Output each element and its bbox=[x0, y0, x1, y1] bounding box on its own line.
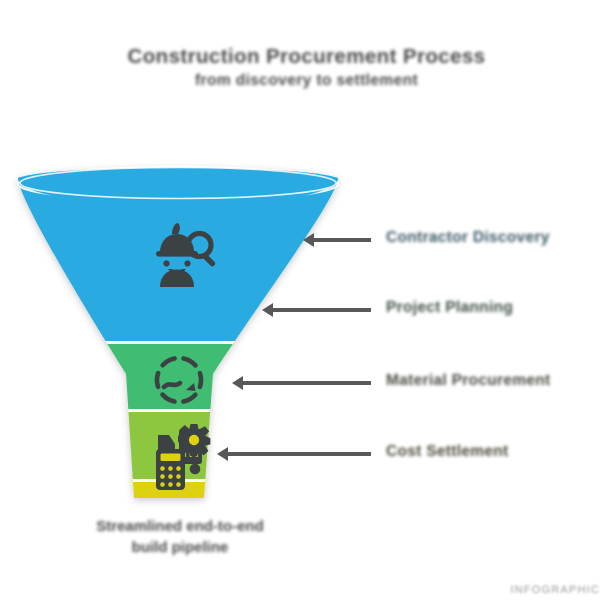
title-line-2: from discovery to settlement bbox=[194, 72, 419, 89]
leader-line-2 bbox=[272, 308, 371, 312]
person-search-icon bbox=[156, 223, 216, 287]
stage-label-4[interactable]: Cost Settlement bbox=[386, 443, 509, 460]
leader-arrow-4 bbox=[217, 447, 228, 461]
stage-label-1[interactable]: Contractor Discovery bbox=[386, 229, 550, 246]
leader-arrow-3 bbox=[232, 376, 243, 390]
leader-line-3 bbox=[242, 381, 371, 385]
footer-caption-line-2: build pipeline bbox=[131, 539, 229, 556]
stage-divider-2 bbox=[18, 409, 338, 412]
stage-divider-3 bbox=[18, 479, 338, 482]
funnel-rim-inner bbox=[19, 166, 337, 200]
funnel-graphic bbox=[8, 165, 358, 513]
footer-caption-line-1: Streamlined end-to-end bbox=[96, 518, 264, 535]
title-line-1: Construction Procurement Process bbox=[127, 45, 486, 68]
watermark: INFOGRAPHIC bbox=[510, 584, 600, 596]
footer-caption: Streamlined end-to-end build pipeline bbox=[20, 516, 340, 558]
funnel-stage-2[interactable] bbox=[0, 344, 388, 411]
leader-arrow-1 bbox=[303, 233, 314, 247]
leader-line-1 bbox=[313, 238, 371, 242]
page-title: Construction Procurement Process from di… bbox=[0, 44, 613, 91]
dashed-cycle-icon bbox=[154, 355, 204, 405]
funnel-svg bbox=[16, 165, 340, 498]
calculator-gear-icon bbox=[156, 424, 211, 490]
stage-divider-1 bbox=[18, 341, 338, 344]
leader-line-4 bbox=[227, 452, 371, 456]
stage-label-3[interactable]: Material Procurement bbox=[386, 372, 551, 389]
stage-label-2[interactable]: Project Planning bbox=[386, 299, 514, 316]
leader-arrow-2 bbox=[262, 303, 273, 317]
